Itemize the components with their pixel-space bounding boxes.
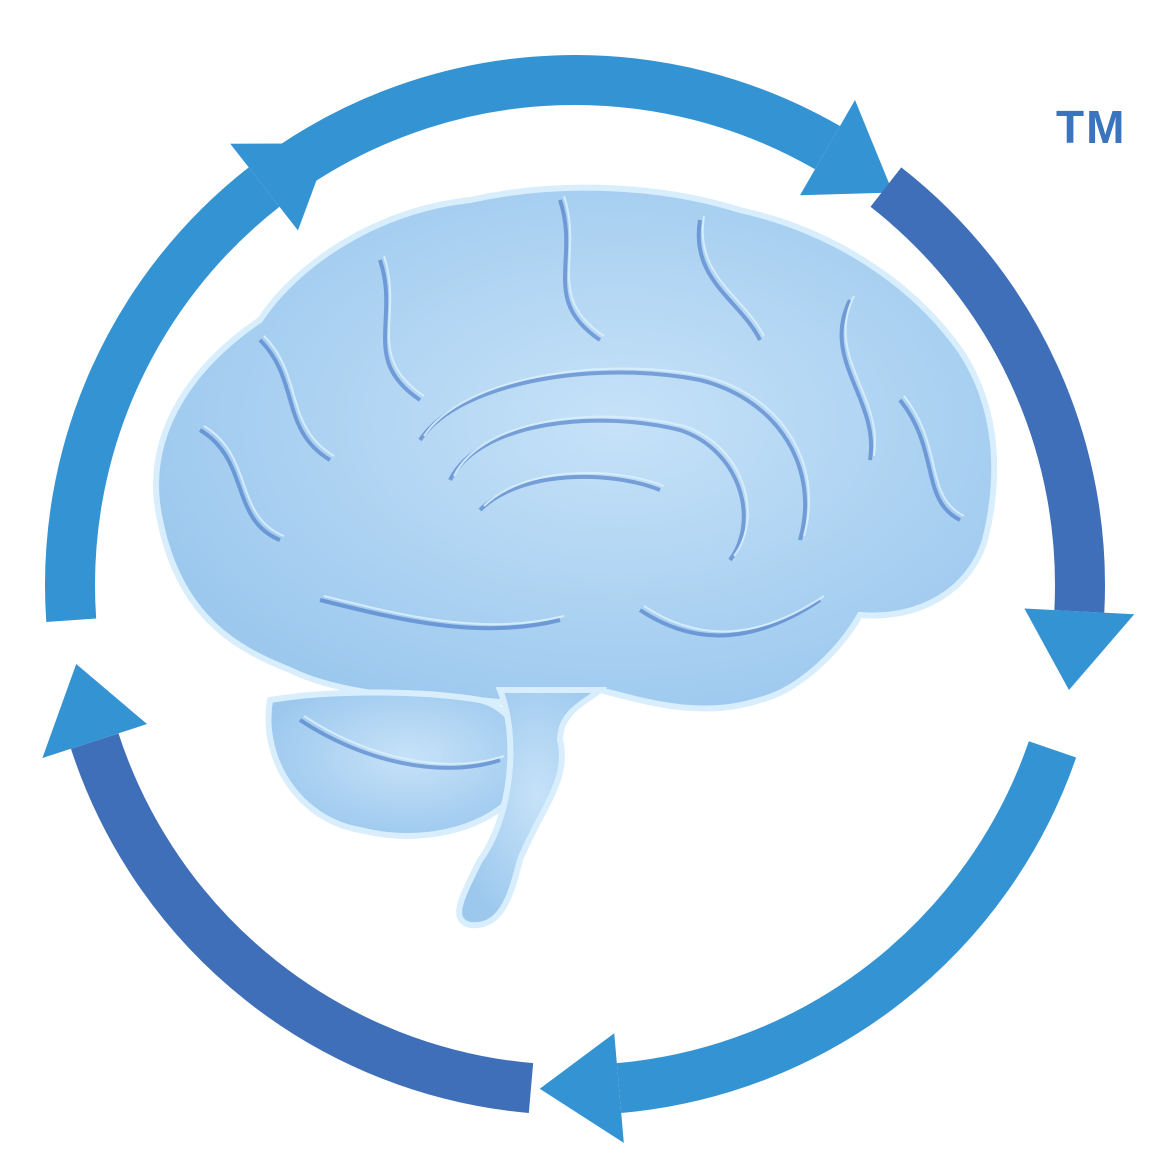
- trademark-symbol: TM: [1056, 101, 1127, 153]
- arrow-head: [539, 1033, 624, 1143]
- brain-fold: [298, 718, 501, 770]
- arrow-head: [800, 100, 893, 196]
- brain-fold: [418, 370, 808, 541]
- arrow-arc: [870, 167, 1105, 613]
- brain-fold-highlight: [701, 215, 765, 337]
- brain-fold-highlight: [563, 195, 605, 337]
- brain-fold: [839, 299, 874, 461]
- brain-fold: [898, 398, 961, 522]
- brain-fold-highlight: [323, 595, 565, 626]
- arrow-head: [230, 143, 331, 231]
- brain-fold-highlight: [263, 335, 335, 457]
- arrow-arc: [278, 55, 840, 188]
- brain-fold: [558, 199, 602, 342]
- arrow-arc: [616, 741, 1077, 1113]
- brain-fold: [319, 598, 561, 631]
- brain-fold-highlight: [203, 425, 285, 537]
- brain-fold: [696, 219, 762, 341]
- brain-fold: [638, 598, 822, 638]
- arrow-arc: [45, 167, 280, 622]
- brain-fold-highlight: [303, 715, 505, 765]
- brain-fold: [198, 428, 281, 542]
- brain-cerebrum: [153, 184, 998, 712]
- brain-fold-highlight: [483, 471, 665, 507]
- brain-fold-highlight: [423, 367, 811, 537]
- brain-stem: [456, 687, 608, 929]
- cycle-arrows-icon: [42, 55, 1135, 1143]
- arrow-head: [1024, 608, 1135, 690]
- brain-fold-highlight: [903, 395, 965, 517]
- brain-fold-highlight: [453, 415, 749, 557]
- brain-fold: [478, 474, 661, 512]
- brain-fold-highlight: [844, 295, 877, 457]
- brain-icon: [153, 184, 998, 929]
- brain-folds: [198, 195, 965, 770]
- brain-fold: [258, 338, 332, 462]
- brain-fold: [448, 418, 746, 562]
- brain-fold-highlight: [383, 255, 425, 397]
- arrow-arc: [70, 733, 534, 1113]
- brain-fold-highlight: [643, 595, 825, 633]
- brain-fold: [378, 259, 422, 402]
- arrow-head: [42, 663, 148, 759]
